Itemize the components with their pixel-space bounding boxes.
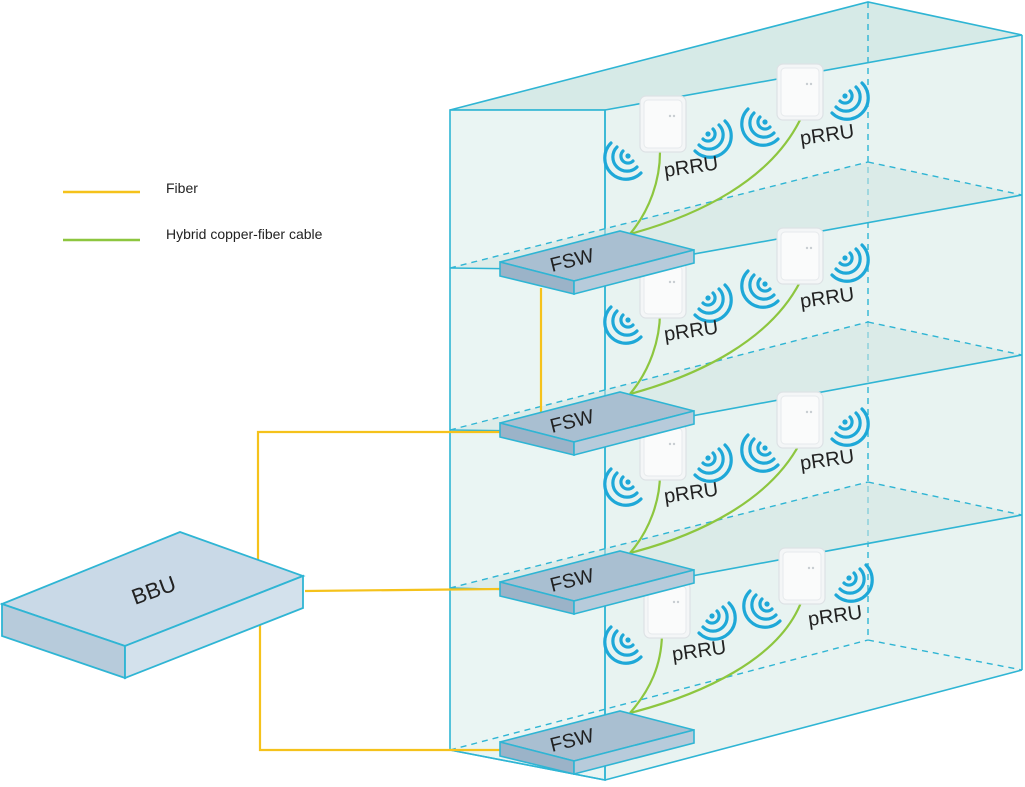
prru-device-icon — [776, 391, 824, 449]
fsw-switch-1: FSW — [499, 230, 695, 296]
prru-device-icon — [776, 227, 824, 285]
legend-label-fiber: Fiber — [166, 180, 198, 196]
legend: Fiber Hybrid copper-fiber cable — [63, 180, 323, 242]
fsw-switch-4: FSW — [499, 710, 695, 776]
building — [449, 1, 1023, 781]
fsw-switch-2: FSW — [499, 391, 695, 457]
fiber-bbu-fsw-2 — [256, 430, 500, 560]
prru-device-icon — [639, 95, 687, 153]
fiber-bbu-fsw-4 — [258, 622, 500, 752]
fiber-bbu-fsw-3 — [304, 587, 501, 593]
prru-device-icon — [776, 63, 824, 121]
legend-item-fiber: Fiber — [63, 180, 198, 196]
fiber-links — [256, 288, 543, 752]
prru-device-icon — [778, 547, 826, 605]
bbu-unit: BBU — [0, 531, 306, 680]
floor-slab-4 — [449, 639, 1023, 751]
fsw-switches: FSW FSW FSW FSW — [499, 230, 695, 776]
legend-label-hybrid: Hybrid copper-fiber cable — [166, 226, 323, 242]
legend-item-hybrid: Hybrid copper-fiber cable — [63, 226, 323, 242]
fsw-switch-3: FSW — [499, 550, 695, 616]
hybrid-cables — [629, 119, 804, 715]
